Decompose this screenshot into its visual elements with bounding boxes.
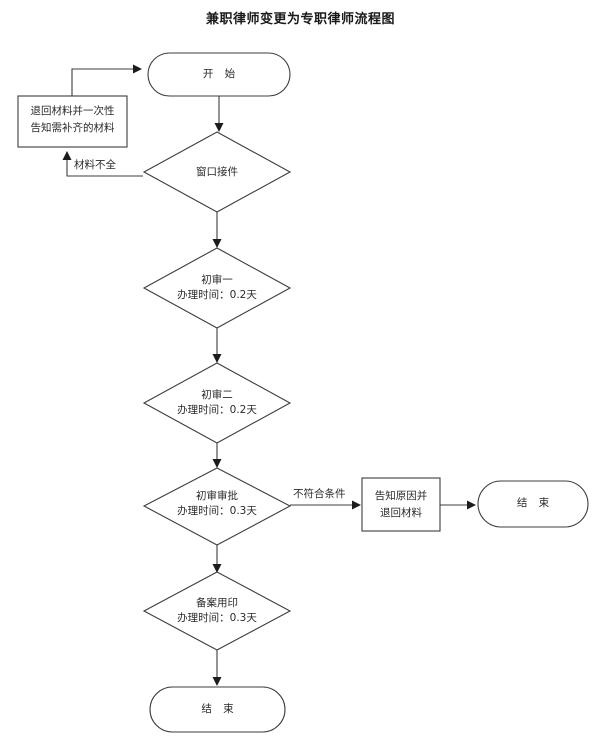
edge-intake-to-return [62,151,143,177]
node-return-materials[interactable] [17,95,128,148]
node-first-review-1[interactable] [142,247,292,329]
edge-return-to-start [71,64,142,96]
node-first-review-2[interactable] [142,362,292,444]
node-inform-reason[interactable] [361,477,441,532]
edge-label-incomplete-materials: 材料不全 [74,159,116,171]
node-window-intake[interactable] [142,131,292,213]
node-filing-seal[interactable] [142,571,292,651]
node-end-right[interactable] [477,480,589,528]
node-start[interactable] [147,52,291,97]
page-title: 兼职律师变更为专职律师流程图 [205,12,395,27]
node-end-bottom[interactable] [149,686,286,733]
node-first-approval[interactable] [142,467,292,546]
edge-label-not-qualified: 不符合条件 [293,488,346,500]
